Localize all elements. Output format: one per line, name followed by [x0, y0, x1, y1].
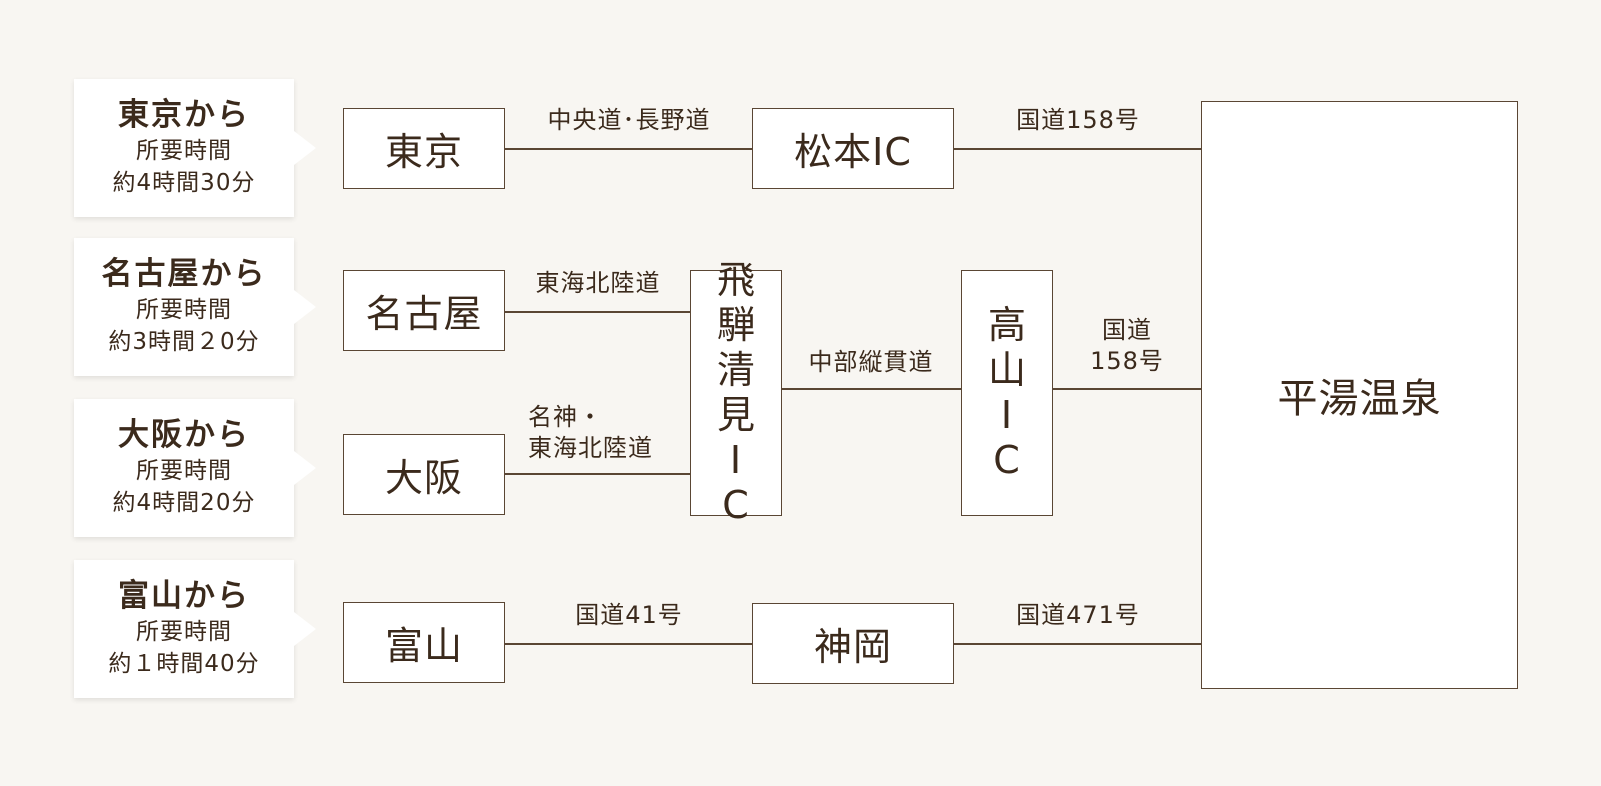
road-label-chubu-jukan: 中部縦貫道	[808, 348, 934, 376]
road-label-471: 国道471号	[1016, 601, 1140, 629]
node-tokyo: 東京	[343, 108, 505, 189]
node-hida-kiyomi-ic: 飛騨清見IC	[690, 258, 782, 527]
destination-label: 平湯温泉	[1277, 376, 1442, 422]
road-label-41: 国道41号	[575, 601, 683, 629]
road-line-158-mid	[1052, 388, 1202, 390]
node-label: 松本IC	[794, 130, 912, 174]
callout-label: 所要時間	[136, 138, 232, 164]
road-line-meishin	[505, 473, 691, 475]
node-label: 神岡	[813, 625, 892, 669]
node-osaka: 大阪	[343, 434, 505, 515]
node-toyama: 富山	[343, 602, 505, 683]
node-label: 東京	[384, 130, 463, 174]
road-line-41	[505, 643, 753, 645]
road-label-tokai-hokuriku: 東海北陸道	[535, 269, 661, 297]
road-label-158-mid-1: 国道	[1102, 316, 1152, 344]
node-takayama-ic: 高山IC	[961, 270, 1053, 516]
callout-title: 名古屋から	[101, 256, 267, 292]
callout-time: 約4時間30分	[112, 170, 256, 196]
callout-toyama: 富山から 所要時間 約１時間40分	[74, 560, 316, 698]
callout-label: 所要時間	[136, 458, 232, 484]
road-label-chuo: 中央道･長野道	[547, 106, 711, 134]
road-line-chuo	[505, 148, 753, 150]
callout-title: 富山から	[118, 578, 250, 614]
road-line-158-top	[953, 148, 1202, 150]
road-label-158-top: 国道158号	[1016, 106, 1140, 134]
road-label-meishin-2: 東海北陸道	[528, 434, 653, 462]
callout-osaka: 大阪から 所要時間 約4時間20分	[74, 399, 316, 537]
callout-time: 約4時間20分	[112, 490, 256, 516]
node-hirayu-onsen: 平湯温泉	[1201, 101, 1518, 689]
road-line-471	[953, 643, 1202, 645]
road-label-meishin-1: 名神・	[528, 403, 603, 431]
node-matsumoto-ic: 松本IC	[752, 108, 954, 189]
callout-label: 所要時間	[136, 297, 232, 323]
node-kamioka: 神岡	[752, 603, 954, 684]
callout-label: 所要時間	[136, 619, 232, 645]
road-line-tokai-hokuriku	[505, 311, 691, 313]
callout-tokyo: 東京から 所要時間 約4時間30分	[74, 79, 316, 217]
node-label: 高山IC	[988, 303, 1028, 482]
road-line-chubu-jukan	[781, 388, 962, 390]
callout-title: 大阪から	[118, 417, 250, 453]
node-label: 大阪	[384, 456, 463, 500]
node-label: 名古屋	[365, 292, 483, 336]
node-label: 富山	[384, 624, 463, 668]
callout-time: 約3時間２0分	[108, 329, 260, 355]
road-label-158-mid-2: 158号	[1090, 347, 1164, 375]
callout-title: 東京から	[118, 97, 250, 133]
callout-nagoya: 名古屋から 所要時間 約3時間２0分	[74, 238, 316, 376]
node-nagoya: 名古屋	[343, 270, 505, 351]
callout-time: 約１時間40分	[108, 651, 260, 677]
node-label: 飛騨清見IC	[717, 258, 757, 527]
